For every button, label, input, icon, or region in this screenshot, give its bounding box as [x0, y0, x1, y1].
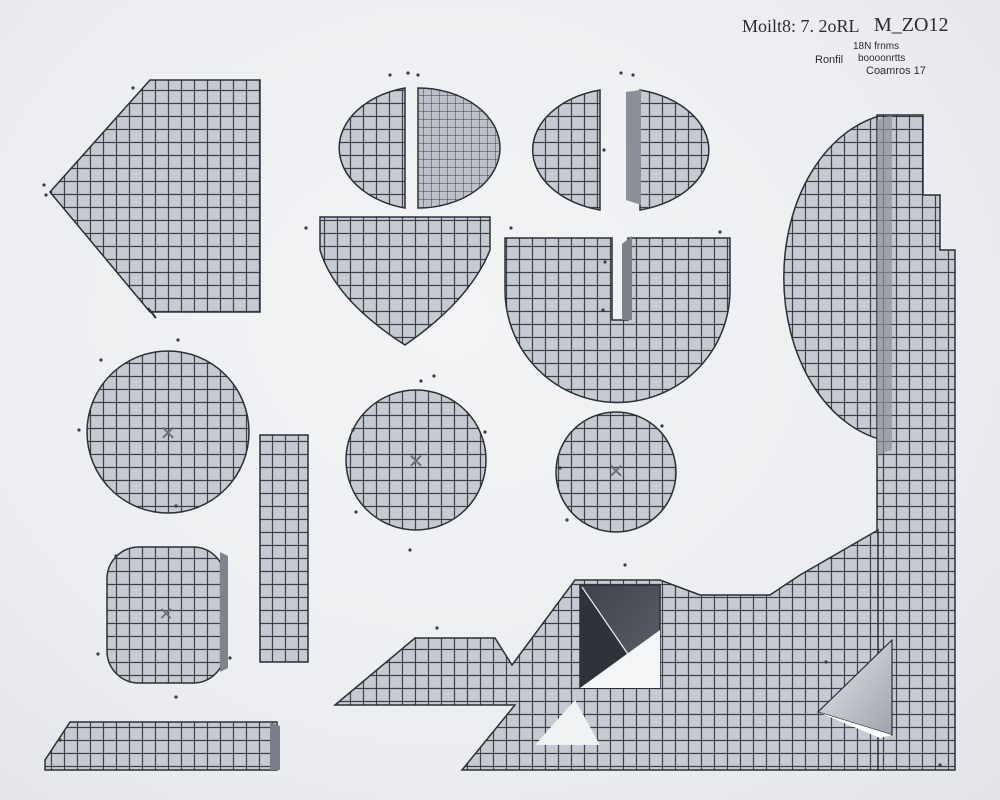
drawing-number-label: M_ZO12: [874, 14, 949, 36]
title-block-line-3: Coamros 17: [866, 65, 926, 77]
circle-tile-medium: ✕: [345, 389, 487, 531]
bottom-slab-piece: [44, 721, 280, 771]
vertical-strip-piece: [259, 434, 309, 663]
title-block-line-1: 18N frnms: [853, 41, 900, 52]
arrow-tile-piece: [49, 79, 261, 319]
title-block-line-2-left: Ronfil: [815, 54, 844, 66]
notched-semicircle-piece: [504, 236, 731, 404]
split-circle-right: [531, 89, 710, 211]
large-stepped-piece: [783, 114, 956, 771]
rounded-square-piece: ✕: [106, 546, 228, 684]
split-circle-left: [338, 87, 501, 209]
triangle-cutout: [816, 638, 893, 738]
circle-tile-small: ✕: [555, 411, 677, 533]
dark-corner-panel: [579, 584, 661, 689]
svg-text:✕: ✕: [608, 459, 625, 483]
title-block-line-2-right: boooonrtts: [858, 53, 906, 64]
svg-text:✕: ✕: [160, 421, 177, 445]
drawing-code-label: Moilt8: 7. 2oRL: [742, 16, 860, 36]
shield-tile-piece: [319, 216, 491, 346]
scatter-markers: [42, 71, 942, 767]
circle-tile-large: ✕: [86, 350, 250, 514]
svg-text:✕: ✕: [158, 604, 173, 625]
svg-text:✕: ✕: [408, 449, 425, 473]
